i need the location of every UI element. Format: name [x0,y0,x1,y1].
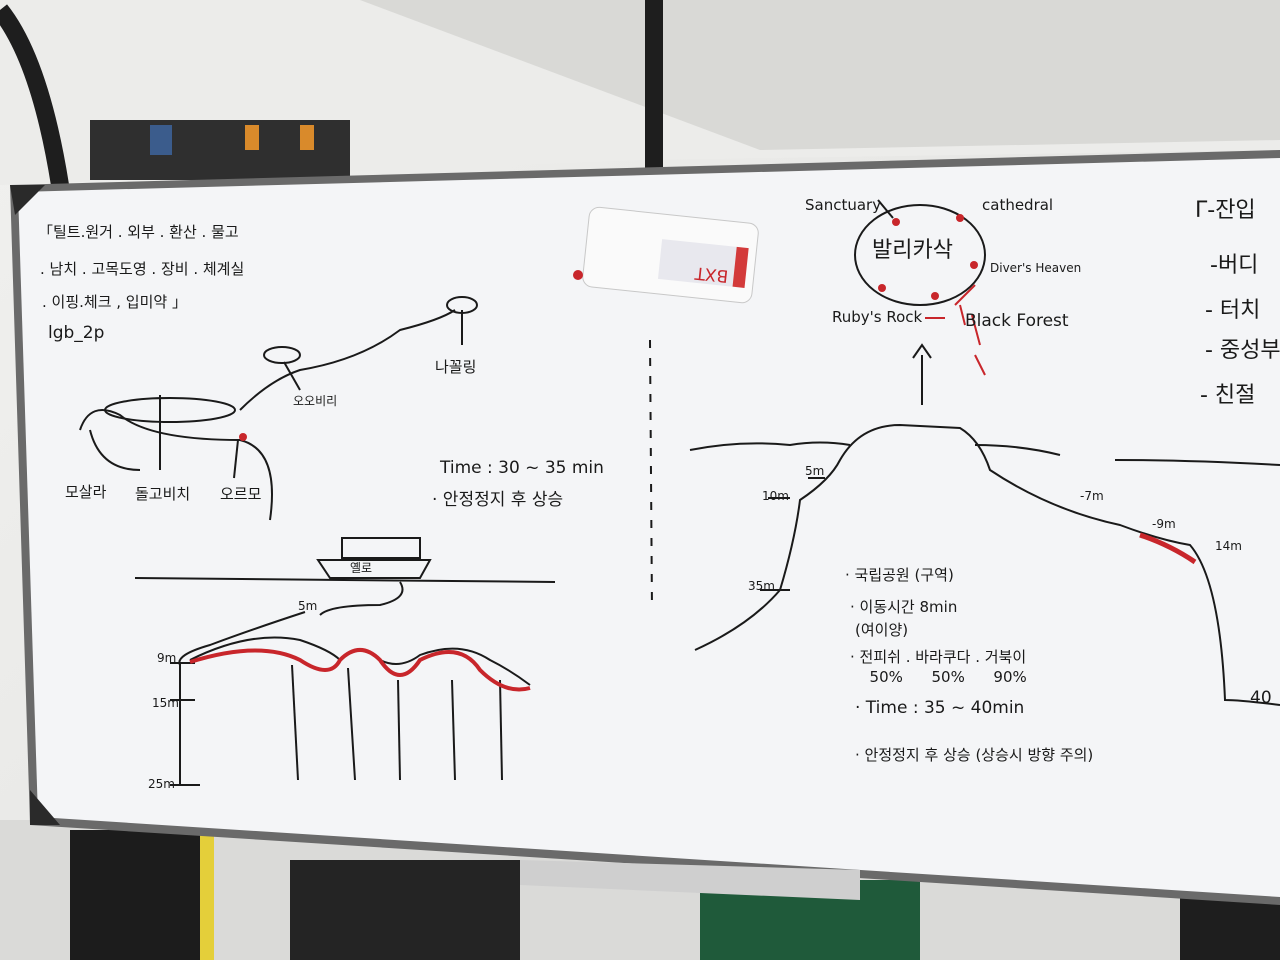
site-rubys-rock: Ruby's Rock [832,308,923,326]
depth-14m-right: 14m [1215,539,1242,553]
frame-corner [10,185,45,215]
depth-15m-left: 15m [152,696,179,710]
right-note-4: · 전피쉬 . 바라쿠다 . 거북이 [850,648,1027,666]
right-note-2: · 이동시간 8min [850,598,958,616]
hanging-tool [300,125,314,150]
far-right-note-1: Γ-잔입 [1195,198,1256,223]
header-line-2: . 남치 . 고목도영 . 장비 . 체계실 [40,260,245,278]
site-label-start: 오르모 [220,485,262,503]
far-right-note-5: - 친절 [1200,383,1256,408]
boat-label: 옐로 [350,561,373,575]
yellow-strap [200,830,214,960]
stand-arm [0,4,69,187]
route-sketch [79,296,478,521]
depth-9m-left: 9m [157,651,177,665]
site-black-forest: Black Forest [965,311,1069,331]
depth-5m-right: 5m [805,464,825,478]
site-divers-heaven: Diver's Heaven [990,261,1082,275]
far-right-note-4: - 중성부 [1205,338,1280,363]
depth-5m-left: 5m [298,599,318,613]
start-marker [239,433,247,441]
header-line-1: 「틸트.원거 . 외부 . 환산 . 물고 [38,223,239,241]
island-map [854,199,986,405]
depth-25m-left: 25m [148,777,175,791]
marker-cap [573,270,583,280]
hanging-tool [245,125,259,150]
header-line-3: . 이핑.체크 , 입미약 」 [42,293,187,311]
safety-line-left: · 안정정지 후 상승 [432,490,564,510]
frame-corner [30,790,60,825]
dive-bag [70,830,210,960]
dive-profile-right [689,423,1280,706]
right-note-6: · Time : 35 ~ 40min [855,698,1025,718]
marker-tray [520,860,860,900]
right-note-5: 50% 50% 90% [860,668,1027,686]
site-sanctuary: Sanctuary [805,196,882,214]
time-line-left: Time : 30 ~ 35 min [440,458,604,478]
hanging-gear [150,125,172,155]
right-note-7: · 안정정지 후 상승 (상승시 방향 주의) [855,746,1094,764]
map-title: 발리카삭 [872,238,953,263]
marker-box [582,206,759,304]
black-case [290,860,520,960]
route-red-line [189,648,531,692]
depth-35m-right: 35m [748,579,775,593]
depth-40-right: 40 [1250,688,1272,708]
far-right-note-2: -버디 [1210,253,1259,278]
marker-box-label: BXT [693,262,730,286]
site-label-turtle: 돌고비치 [135,485,191,503]
right-note-3: (여이양) [855,621,909,639]
site-cathedral: cathedral [982,196,1054,214]
site-markers [878,214,978,300]
current-arrows [925,284,986,376]
depth-7m-right: -7m [1080,489,1104,503]
depth-9m-right: -9m [1152,517,1176,531]
profile-red-segment [1139,532,1197,565]
board-surface [18,158,1280,897]
site-label-middle: 오오비리 [293,394,338,408]
far-right-note-3: - 터치 [1205,298,1261,323]
staircase-shadow [360,0,1280,150]
right-note-1: · 국립공원 (구역) [845,566,954,584]
site-label-top: 나꼴링 [435,358,477,376]
site-label-mosaic: 모살라 [65,483,107,501]
stand-pole [645,0,663,170]
depth-10m-right: 10m [762,489,789,503]
group-code: lgb_2p [48,323,105,343]
